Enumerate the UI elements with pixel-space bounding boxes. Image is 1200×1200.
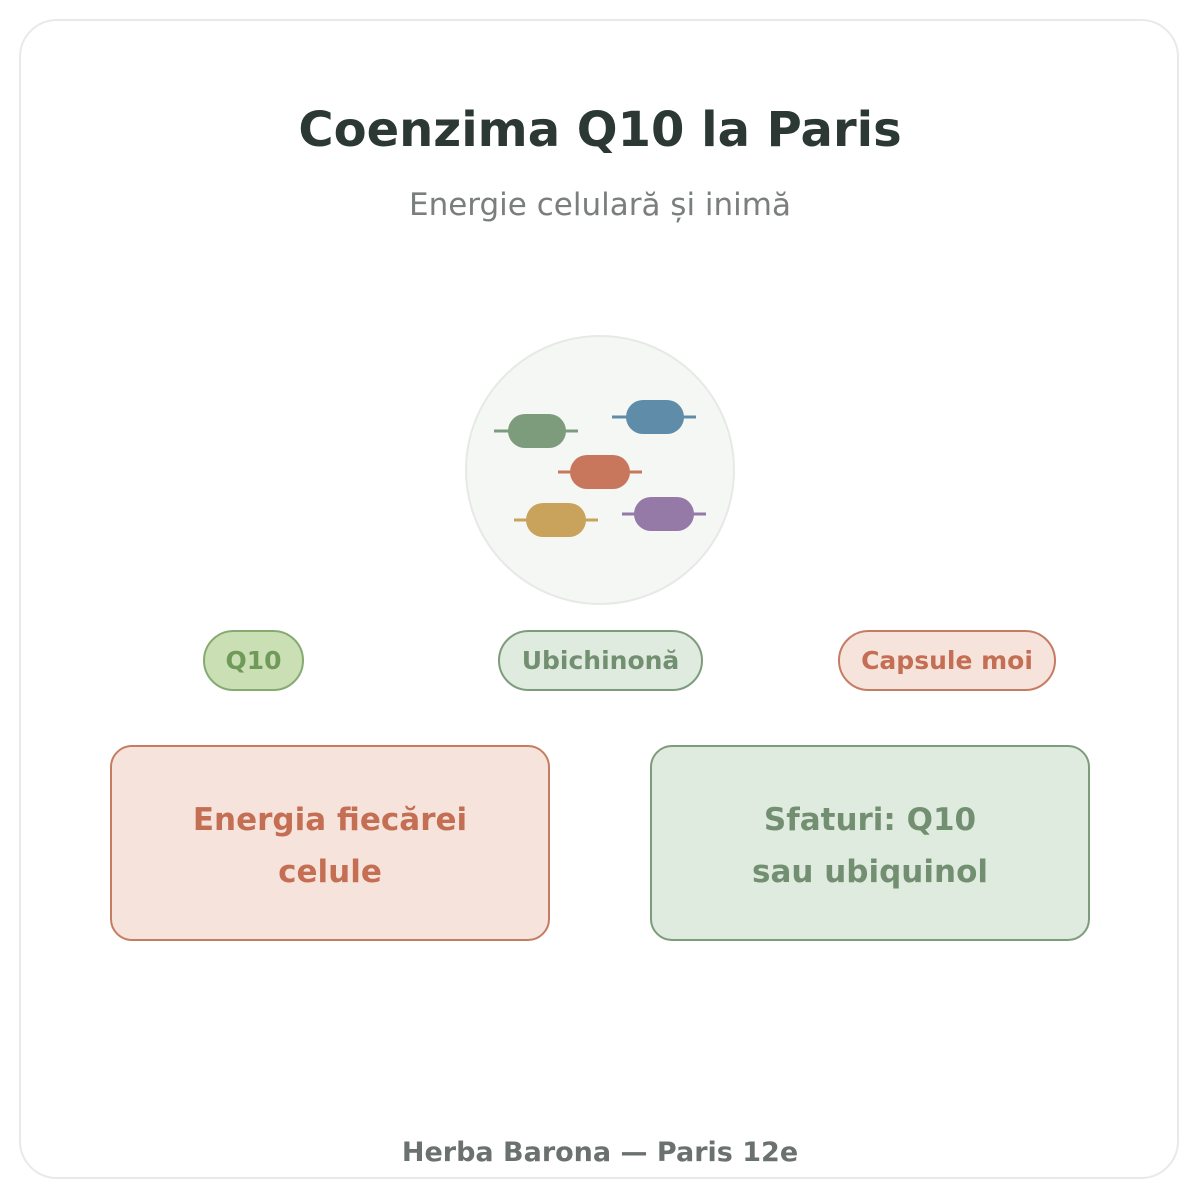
tag-ubichinona: Ubichinonă	[498, 630, 703, 691]
footer-text: Herba Barona — Paris 12e	[401, 1137, 799, 1168]
capsule-purple	[622, 497, 706, 531]
capsules-icon	[465, 335, 735, 605]
info-card-tips-line2: sau ubiquinol	[752, 854, 988, 890]
tag-capsule-moi: Capsule moi	[838, 630, 1056, 691]
info-card-energy: Energia fiecărei celule	[110, 745, 550, 941]
info-card-tips-line1: Sfaturi: Q10	[763, 802, 977, 838]
page-subtitle: Energie celulară și inimă	[409, 187, 791, 223]
capsules-illustration	[464, 334, 736, 606]
capsule-blue	[612, 400, 696, 434]
capsule-red	[558, 455, 642, 489]
capsule-green	[494, 414, 578, 448]
info-card-energy-line2: celule	[278, 854, 382, 890]
tag-q10: Q10	[203, 630, 304, 691]
info-card-tips: Sfaturi: Q10 sau ubiquinol	[650, 745, 1090, 941]
page-title: Coenzima Q10 la Paris	[298, 102, 902, 158]
info-card-energy-line1: Energia fiecărei	[192, 802, 468, 838]
capsule-yellow	[514, 503, 598, 537]
